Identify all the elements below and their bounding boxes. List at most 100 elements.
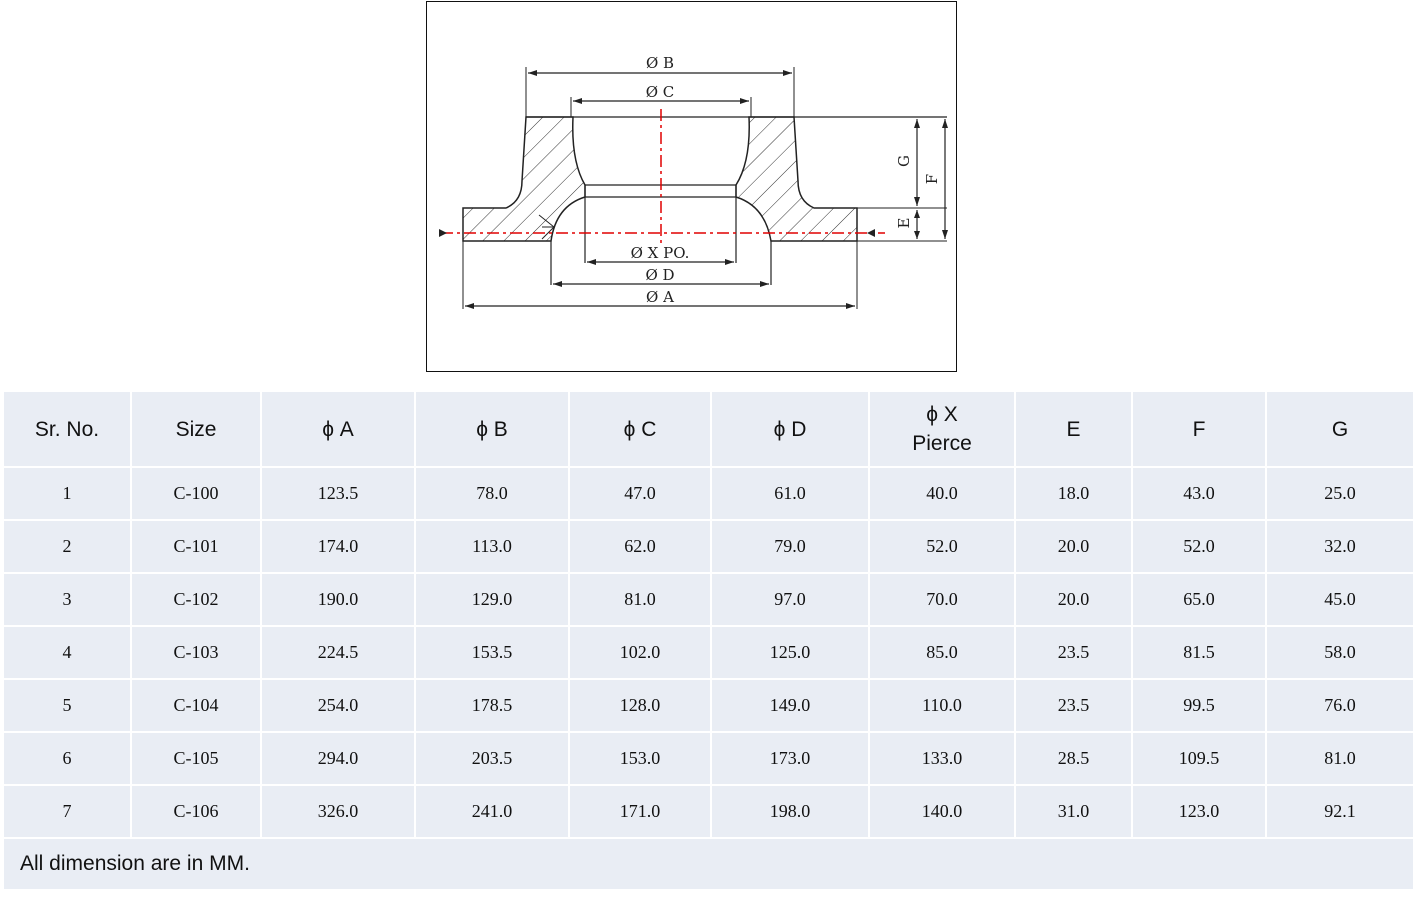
cell-f: 52.0: [1133, 521, 1265, 572]
cell-x-pierce: 110.0: [870, 680, 1014, 731]
cell-b: 178.5: [416, 680, 568, 731]
cell-f: 123.0: [1133, 786, 1265, 837]
label-x: Ø X PO.: [631, 244, 690, 262]
cell-e: 18.0: [1016, 468, 1131, 519]
cell-d: 198.0: [712, 786, 868, 837]
cell-g: 45.0: [1267, 574, 1413, 625]
header-b: ϕ B: [416, 392, 568, 466]
cell-e: 20.0: [1016, 521, 1131, 572]
header-sr-no: Sr. No.: [4, 392, 130, 466]
cell-d: 125.0: [712, 627, 868, 678]
cell-sr-no: 1: [4, 468, 130, 519]
cell-b: 129.0: [416, 574, 568, 625]
weld-mark: [538, 214, 555, 240]
dim-c: [573, 98, 749, 104]
cell-g: 81.0: [1267, 733, 1413, 784]
flange-drawing: Ø B Ø C Ø X PO. Ø D Ø A G F E: [426, 1, 957, 372]
dim-f: [942, 119, 948, 239]
footer-row: All dimension are in MM.: [4, 839, 1413, 889]
cell-b: 78.0: [416, 468, 568, 519]
right-edge-marker: [867, 229, 875, 237]
label-a: Ø A: [646, 288, 674, 306]
header-d: ϕ D: [712, 392, 868, 466]
cell-e: 23.5: [1016, 680, 1131, 731]
cell-sr-no: 5: [4, 680, 130, 731]
cell-b: 241.0: [416, 786, 568, 837]
dim-e: [914, 210, 920, 239]
cell-x-pierce: 40.0: [870, 468, 1014, 519]
header-size: Size: [132, 392, 260, 466]
units-note: All dimension are in MM.: [4, 839, 1413, 889]
label-f: F: [923, 174, 941, 184]
header-row: Sr. No. Size ϕ A ϕ B ϕ C ϕ D ϕ X Pierce …: [4, 392, 1413, 466]
cell-g: 92.1: [1267, 786, 1413, 837]
cell-size: C-105: [132, 733, 260, 784]
cell-size: C-101: [132, 521, 260, 572]
cell-a: 294.0: [262, 733, 414, 784]
cell-d: 173.0: [712, 733, 868, 784]
cell-f: 81.5: [1133, 627, 1265, 678]
cell-g: 76.0: [1267, 680, 1413, 731]
cell-c: 62.0: [570, 521, 710, 572]
cell-a: 123.5: [262, 468, 414, 519]
cell-a: 254.0: [262, 680, 414, 731]
cell-e: 31.0: [1016, 786, 1131, 837]
cell-f: 65.0: [1133, 574, 1265, 625]
dim-x: [587, 259, 734, 265]
cell-size: C-102: [132, 574, 260, 625]
cell-g: 25.0: [1267, 468, 1413, 519]
cell-c: 171.0: [570, 786, 710, 837]
header-g: G: [1267, 392, 1413, 466]
cell-d: 61.0: [712, 468, 868, 519]
cell-e: 23.5: [1016, 627, 1131, 678]
cell-c: 128.0: [570, 680, 710, 731]
cell-c: 153.0: [570, 733, 710, 784]
dimensions-table: Sr. No. Size ϕ A ϕ B ϕ C ϕ D ϕ X Pierce …: [2, 390, 1415, 891]
cell-f: 99.5: [1133, 680, 1265, 731]
cell-x-pierce: 70.0: [870, 574, 1014, 625]
cell-x-pierce: 133.0: [870, 733, 1014, 784]
cell-a: 326.0: [262, 786, 414, 837]
cell-d: 97.0: [712, 574, 868, 625]
cell-c: 47.0: [570, 468, 710, 519]
cell-e: 20.0: [1016, 574, 1131, 625]
dim-d: [553, 281, 769, 287]
right-section: [735, 116, 858, 242]
header-e: E: [1016, 392, 1131, 466]
cell-x-pierce: 140.0: [870, 786, 1014, 837]
cell-size: C-104: [132, 680, 260, 731]
label-e: E: [895, 218, 913, 229]
label-d: Ø D: [645, 266, 674, 284]
cell-sr-no: 7: [4, 786, 130, 837]
cell-size: C-103: [132, 627, 260, 678]
cell-a: 224.5: [262, 627, 414, 678]
cell-size: C-106: [132, 786, 260, 837]
cell-sr-no: 4: [4, 627, 130, 678]
cell-f: 109.5: [1133, 733, 1265, 784]
cell-c: 81.0: [570, 574, 710, 625]
dim-g: [914, 119, 920, 206]
label-g: G: [895, 155, 913, 167]
cell-g: 32.0: [1267, 521, 1413, 572]
cell-d: 79.0: [712, 521, 868, 572]
cell-sr-no: 6: [4, 733, 130, 784]
left-section: [462, 116, 586, 242]
header-f: F: [1133, 392, 1265, 466]
cell-sr-no: 3: [4, 574, 130, 625]
cell-a: 174.0: [262, 521, 414, 572]
label-b: Ø B: [646, 54, 674, 72]
cell-b: 203.5: [416, 733, 568, 784]
left-edge-marker: [439, 229, 447, 237]
header-c: ϕ C: [570, 392, 710, 466]
cell-f: 43.0: [1133, 468, 1265, 519]
cell-size: C-100: [132, 468, 260, 519]
cell-c: 102.0: [570, 627, 710, 678]
